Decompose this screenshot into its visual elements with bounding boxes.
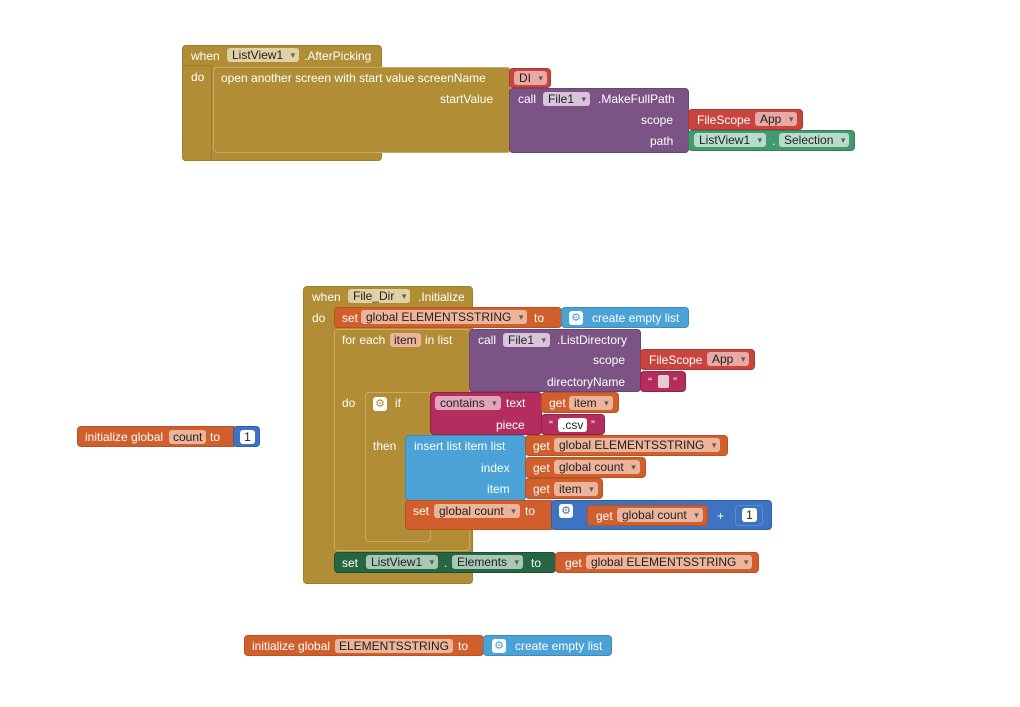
variable-name-field[interactable]: count	[169, 430, 207, 444]
then-label: then	[373, 439, 397, 453]
index-label: index	[481, 461, 510, 475]
insert-list-item-block[interactable]	[405, 435, 526, 501]
event-name: .AfterPicking	[304, 49, 372, 63]
get-label: get	[533, 482, 550, 496]
file-component-dropdown[interactable]: File1	[543, 92, 591, 106]
event-name: .Initialize	[418, 290, 465, 304]
gear-icon[interactable]: ⚙	[373, 397, 387, 411]
variable-dropdown[interactable]: item	[569, 396, 613, 410]
to-label: to	[525, 504, 536, 518]
create-empty-list-label: create empty list	[592, 311, 680, 325]
quote-close: ”	[673, 375, 677, 389]
variable-dropdown[interactable]: global ELEMENTSSTRING	[586, 555, 753, 569]
gear-icon[interactable]: ⚙	[569, 311, 583, 325]
get-label: get	[565, 556, 582, 570]
variable-dropdown[interactable]: item	[554, 482, 598, 496]
property-dropdown[interactable]: Selection	[779, 133, 850, 147]
text-label: text	[506, 396, 526, 410]
initialize-label: initialize global	[85, 430, 164, 444]
number-field[interactable]: 1	[742, 508, 757, 522]
scope-label: scope	[641, 113, 674, 127]
quote-close: ”	[591, 418, 595, 432]
in-list-label: in list	[425, 333, 453, 347]
file-component-dropdown[interactable]: File1	[503, 333, 551, 347]
to-label: to	[458, 639, 469, 653]
filescope-label: FileScope	[649, 353, 703, 367]
set-label: set	[413, 504, 430, 518]
variable-dropdown[interactable]: global ELEMENTSSTRING	[554, 438, 721, 452]
quote-open: “	[648, 375, 652, 389]
method-name: .MakeFullPath	[598, 92, 675, 106]
get-label: get	[533, 439, 550, 453]
create-empty-list-label: create empty list	[515, 639, 603, 653]
to-label: to	[534, 311, 545, 325]
item-label: item	[487, 482, 510, 496]
get-label: get	[533, 461, 550, 475]
gear-icon[interactable]: ⚙	[559, 504, 573, 518]
component-dropdown[interactable]: File_Dir	[348, 289, 411, 303]
number-field[interactable]: 1	[240, 430, 255, 444]
scope-dropdown[interactable]: App	[707, 352, 750, 366]
when-label: when	[191, 49, 220, 63]
call-label: call	[518, 92, 537, 106]
create-empty-list-block[interactable]	[483, 635, 612, 656]
variable-dropdown[interactable]: global count	[434, 504, 520, 518]
open-another-screen-block[interactable]	[213, 67, 511, 153]
set-label: set	[342, 556, 359, 570]
inner-do-label: do	[342, 396, 356, 410]
listview-dropdown[interactable]: ListView1	[366, 555, 439, 569]
do-label: do	[312, 311, 326, 325]
call-makefullpath-block[interactable]	[509, 88, 689, 153]
piece-label: piece	[496, 418, 525, 432]
empty-string-field[interactable]	[658, 375, 669, 388]
scope-dropdown[interactable]: App	[755, 112, 798, 126]
plus-operator: +	[717, 509, 725, 523]
when-label: when	[312, 290, 341, 304]
method-name: .ListDirectory	[557, 333, 628, 347]
variable-dropdown[interactable]: global count	[617, 508, 703, 522]
get-label: get	[549, 396, 566, 410]
call-listdirectory-block[interactable]	[469, 329, 641, 392]
quote-open: “	[549, 418, 553, 432]
dot-separator: .	[444, 556, 448, 570]
path-label: path	[650, 134, 674, 148]
start-value-label: startValue	[440, 92, 494, 106]
variable-dropdown[interactable]: global ELEMENTSSTRING	[361, 310, 528, 324]
variable-name-field[interactable]: ELEMENTSSTRING	[335, 639, 454, 653]
property-dropdown[interactable]: Elements	[452, 555, 524, 569]
gear-icon[interactable]: ⚙	[492, 639, 506, 653]
directory-name-label: directoryName	[547, 375, 626, 389]
call-label: call	[478, 333, 497, 347]
to-label: to	[210, 430, 221, 444]
open-screen-label: open another screen with start value scr…	[221, 71, 486, 85]
do-label: do	[191, 70, 205, 84]
variable-dropdown[interactable]: global count	[554, 460, 640, 474]
component-dropdown[interactable]: ListView1	[227, 48, 300, 62]
contains-dropdown[interactable]: contains	[435, 396, 501, 410]
to-label: to	[531, 556, 542, 570]
set-label: set	[342, 311, 359, 325]
listview-dropdown[interactable]: ListView1	[694, 133, 767, 147]
event-body-spine	[182, 65, 212, 161]
get-label: get	[596, 509, 613, 523]
for-each-label: for each	[342, 333, 386, 347]
insert-label: insert list item list	[414, 439, 506, 453]
create-empty-list-block[interactable]	[561, 307, 689, 328]
if-label: if	[395, 396, 401, 410]
csv-string-field[interactable]: .csv	[558, 418, 588, 432]
scope-label: scope	[593, 353, 626, 367]
dot-separator: .	[772, 134, 776, 148]
screen-name-dropdown[interactable]: DI	[514, 71, 547, 85]
filescope-label: FileScope	[697, 113, 751, 127]
initialize-label: initialize global	[252, 639, 331, 653]
item-variable[interactable]: item	[390, 333, 421, 347]
